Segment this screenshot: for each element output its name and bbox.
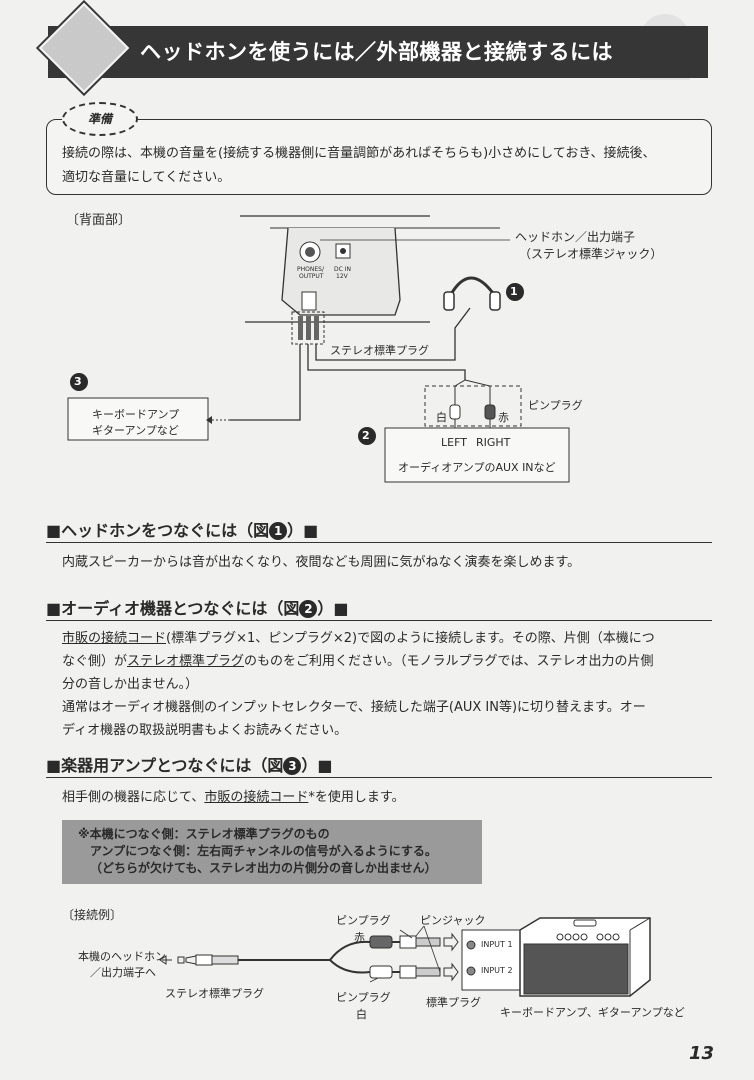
connection-cord-term-2: 市販の接続コード [204, 790, 309, 805]
caution-line-2: アンプにつなぐ側：左右両チャンネルの信号が入るようにする。 [90, 844, 437, 858]
section-3-title-close: ） [301, 756, 318, 775]
pin-plug-label: ピンプラグ [528, 399, 583, 412]
preparation-line-1: 接続の際は、本機の音量を(接続する機器側に音量調節があればそちらも)小さめにして… [62, 146, 656, 161]
page-number: 13 [688, 1043, 714, 1064]
section-2-line-3: 分の音しか出ません。） [62, 677, 199, 692]
section-2-line-2-a: なぐ側）が [62, 654, 128, 669]
section-2-line-2: なぐ側）がステレオ標準プラグのものをご利用ください。（モノラルプラグでは、ステレ… [62, 650, 712, 673]
phones-jack-label-2: OUTPUT [299, 273, 324, 280]
stereo-plug-label-2: ステレオ標準プラグ [165, 987, 264, 1000]
section-2-line-4: 通常はオーディオ機器側のインプットセレクターで、接続した端子(AUX IN等)に… [62, 700, 646, 715]
amp-caption: キーボードアンプ、ギターアンプなど [500, 1006, 685, 1019]
source-label-1: 本機のヘッドホン [78, 950, 166, 963]
header-diamond-icon [38, 2, 130, 94]
section-2-line-1: 市販の接続コード(標準プラグ×1、ピンプラグ×2)で図のように接続します。その際… [62, 627, 712, 650]
section-2-rule [46, 620, 712, 621]
section-2-line-1-text: (標準プラグ×1、ピンプラグ×2)で図のように接続します。その際、片側（本機につ [166, 631, 655, 646]
headphone-output-label: ヘッドホン／出力端子 [515, 230, 636, 244]
section-3-title: 楽器用アンプとつなぐには（図 [61, 756, 284, 775]
preparation-line-2: 適切な音量にしてください。 [62, 170, 231, 185]
white-label: 白 [436, 411, 447, 424]
section-2-line-5: ディオ機器の取扱説明書もよくお読みください。 [62, 723, 348, 738]
figure-2-number: 2 [362, 429, 370, 442]
connection-cord-term: 市販の接続コード [62, 631, 167, 646]
section-1-title-close: ） [287, 521, 304, 540]
stereo-plug-term: ステレオ標準プラグ [127, 654, 245, 669]
preparation-box [46, 119, 712, 195]
section-3-body-a: 相手側の機器に応じて、 [62, 790, 205, 805]
red-label: 赤 [498, 411, 509, 424]
pin-jack-label: ピンジャック [420, 914, 486, 927]
section-2-title: オーディオ機器とつなぐには（図 [61, 599, 300, 618]
left-channel-label: LEFT [441, 436, 467, 449]
pin-plug-top-label: ピンプラグ [336, 914, 391, 927]
stereo-plug-label: ステレオ標準プラグ [330, 344, 429, 357]
audio-amp-label: オーディオアンプのAUX INなど [398, 461, 556, 474]
section-3-body-c: *を使用します。 [308, 790, 405, 805]
figure-3-number: 3 [74, 375, 82, 388]
connection-example-label: 〔接続例〕 [62, 908, 123, 922]
section-2-title-close: ） [317, 599, 334, 618]
dc-in-label-1: DC IN [334, 266, 351, 273]
section-1-rule [46, 542, 712, 543]
stereo-jack-label: （ステレオ標準ジャック） [519, 247, 663, 261]
caution-note-box [62, 820, 482, 884]
section-1-title: ヘッドホンをつなぐには（図 [61, 521, 270, 540]
dc-in-label-2: 12V [336, 273, 348, 280]
section-1-body: 内蔵スピーカーからは音が出なくなり、夜間なども周囲に気がねなく演奏を楽しめます。 [62, 555, 581, 570]
amp-connection-diagram [159, 917, 651, 997]
caution-note: ※本機につなぐ側：ステレオ標準プラグのもの アンプにつなぐ側：左右両チャンネルの… [78, 826, 437, 877]
input-1-label: INPUT 1 [481, 940, 513, 949]
section-1-number: 1 [269, 522, 288, 540]
right-channel-label: RIGHT [476, 436, 511, 449]
page-title: ヘッドホンを使うには／外部機器と接続するには [140, 40, 613, 64]
section-3-number: 3 [283, 757, 302, 775]
section-3-rule [46, 777, 712, 778]
preparation-text: 接続の際は、本機の音量を(接続する機器側に音量調節があればそちらも)小さめにして… [62, 142, 702, 190]
preparation-badge: 準備 [62, 102, 138, 136]
figure-1-number: 1 [510, 285, 518, 298]
input-2-label: INPUT 2 [481, 966, 513, 975]
source-label-2: ／出力端子へ [90, 966, 156, 979]
keyboard-amp-label: キーボードアンプ [92, 408, 180, 421]
white-label-2: 白 [356, 1008, 367, 1021]
guitar-amp-label: ギターアンプなど [92, 424, 179, 437]
rear-panel-connection-diagram [67, 215, 570, 483]
caution-line-3: （どちらが欠けても、ステレオ出力の片側分の音しか出ません） [90, 861, 437, 875]
caution-line-1: ※本機につなぐ側：ステレオ標準プラグのもの [78, 827, 330, 841]
section-2-line-2-c: のものをご利用ください。（モノラルプラグでは、ステレオ出力の片側 [244, 654, 654, 669]
header-bar [48, 26, 708, 78]
phones-jack-label-1: PHONES/ [297, 266, 324, 273]
rear-panel-label: 〔背面部〕 [66, 213, 132, 228]
section-2-body: 市販の接続コード(標準プラグ×1、ピンプラグ×2)で図のように接続します。その際… [62, 627, 712, 742]
standard-plug-label: 標準プラグ [426, 996, 481, 1009]
section-2-number: 2 [299, 600, 318, 618]
pin-plug-bottom-label: ピンプラグ [336, 991, 391, 1004]
section-3-body: 相手側の機器に応じて、市販の接続コード*を使用します。 [62, 786, 405, 809]
red-label-2: 赤 [354, 931, 365, 944]
